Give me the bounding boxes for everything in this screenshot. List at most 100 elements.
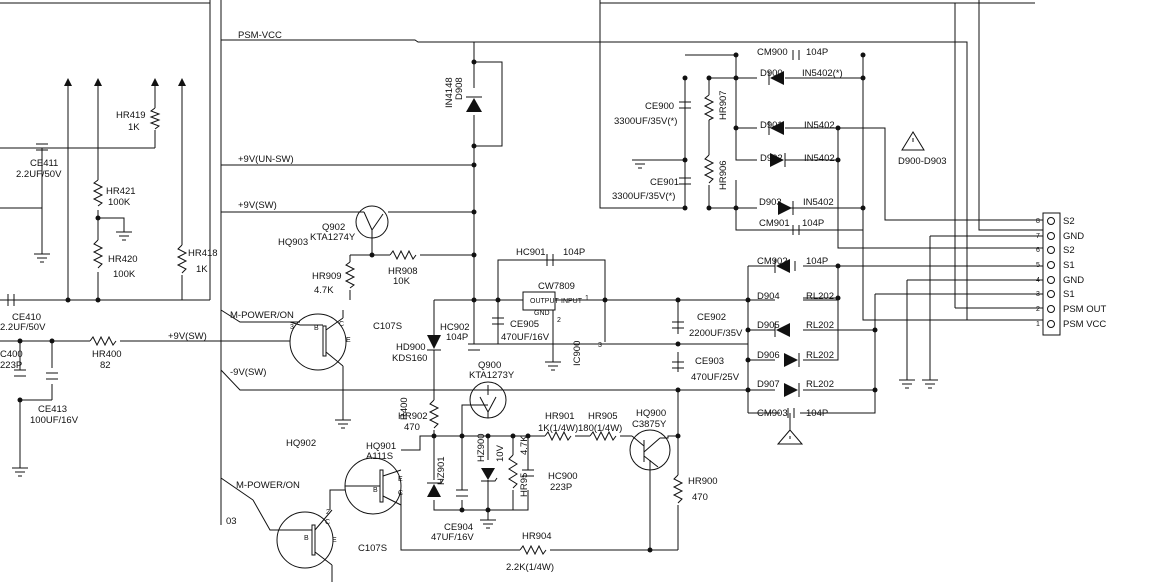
ground-8 — [899, 379, 915, 389]
net-9v-unsw: +9V(UN-SW) — [238, 154, 294, 165]
hr418-resistor — [176, 244, 188, 274]
hr909-value: 4.7K — [314, 285, 334, 296]
pin-number: 7 — [1036, 233, 1040, 240]
cw7809-out: OUTPUT — [530, 298, 560, 305]
hr420-value: 100K — [113, 269, 136, 280]
cm902-value: 104P — [806, 256, 828, 267]
cm903-value: 104P — [806, 408, 828, 419]
cm901-ref: CM901 — [759, 218, 790, 229]
component-symbols — [7, 50, 1061, 569]
ce900-capacitor — [679, 101, 691, 109]
net-m-power-on-1: M-POWER/ON — [230, 310, 294, 321]
ce900-ref: CE900 — [645, 101, 674, 112]
hd900-ref: HD900 — [396, 342, 426, 353]
hc900-capacitor — [522, 469, 534, 477]
hr421-resistor — [92, 179, 104, 207]
ground-6 — [480, 519, 496, 529]
ce905-capacitor — [492, 317, 504, 325]
ce413-capacitor — [46, 372, 58, 380]
hr900-ref: HR900 — [688, 476, 718, 487]
c107s-top-e: E — [346, 337, 351, 344]
hr906-resistor — [703, 154, 715, 184]
hr421-ref: HR421 — [106, 186, 136, 197]
cw7809-ref: CW7809 — [538, 281, 575, 292]
ce902-capacitor — [672, 321, 684, 329]
d903-value: IN5402 — [803, 197, 834, 208]
pin-label: S1 — [1063, 289, 1075, 300]
sheet-ref: 03 — [226, 516, 237, 527]
hz901-ref: HZ901 — [436, 456, 447, 485]
d904-diode — [774, 259, 790, 273]
hz901-zener — [427, 479, 444, 497]
cw7809-in: INPUT — [561, 298, 583, 305]
ce903-ref: CE903 — [695, 356, 724, 367]
c107s-top-transistor — [289, 313, 347, 371]
cm901-capacitor — [792, 225, 800, 235]
d902-diode — [770, 153, 786, 167]
hc900-ref: HC900 — [548, 471, 578, 482]
ce902-ref: CE902 — [697, 312, 726, 323]
ce904-capacitor — [456, 489, 468, 497]
ce902-value: 2200UF/35V — [689, 328, 743, 339]
cm900-value: 104P — [806, 47, 828, 58]
q902-ref: Q902 — [322, 222, 345, 233]
hr95-resistor — [508, 454, 518, 489]
d901-value: IN5402 — [804, 120, 835, 131]
pin-number: 8 — [1036, 218, 1040, 225]
hc900-value: 223P — [550, 482, 572, 493]
c107s-top-pin3: 3 — [290, 324, 294, 331]
hr901-resistor — [544, 430, 572, 442]
hr904-resistor — [519, 544, 547, 556]
net-psm-vcc: PSM-VCC — [238, 30, 282, 41]
hr902-resistor — [428, 399, 440, 429]
q902-value: KTA1274Y — [310, 232, 356, 243]
cw7809-p2: 2 — [557, 317, 561, 324]
d907-ref: D907 — [757, 379, 780, 390]
hr900-value: 470 — [692, 492, 708, 503]
pin-number: 6 — [1036, 247, 1040, 254]
c107s-top-b: B — [314, 325, 319, 332]
hr908-resistor — [389, 249, 417, 261]
hr907-resistor — [703, 94, 715, 121]
ce903-capacitor — [672, 361, 684, 369]
ce905-value: 470UF/16V — [501, 332, 550, 343]
hr908-value: 10K — [393, 276, 411, 287]
hr905-ref: HR905 — [588, 411, 618, 422]
ce903-value: 470UF/25V — [691, 372, 740, 383]
c400-ref: C400 — [0, 349, 23, 360]
warning-icon-2 — [776, 429, 804, 445]
hr400-value: 82 — [100, 360, 111, 371]
hc902-ref: HC902 — [440, 322, 470, 333]
cm901-value: 104P — [802, 218, 824, 229]
ce901-value: 3300UF/35V(*) — [612, 191, 675, 202]
hr907-ref: HR907 — [718, 90, 729, 120]
net-m-power-on-2: M-POWER/ON — [236, 480, 300, 491]
cm903-ref: CM903 — [757, 408, 788, 419]
pin-number: 3 — [1036, 291, 1040, 298]
hr418-value: 1K — [196, 264, 208, 275]
ce900-value: 3300UF/35V(*) — [614, 116, 677, 127]
pin-label: GND — [1063, 275, 1084, 286]
hr905-resistor — [589, 430, 617, 442]
hr901-ref: HR901 — [545, 411, 575, 422]
d904-value: RL202 — [806, 291, 834, 302]
hq901-e: E — [398, 476, 403, 483]
hr904-ref: HR904 — [522, 531, 552, 542]
hr419-ref: HR419 — [116, 110, 146, 121]
pin-label: GND — [1063, 231, 1084, 242]
r400-ref: R400 — [399, 397, 410, 420]
connector-labels: 8 7 6 5 4 3 2 1 S2 GND S2 S1 GND S1 PSM … — [1036, 216, 1106, 330]
ground-1 — [34, 253, 50, 263]
hq901-b: B — [373, 487, 378, 494]
net-labels: PSM-VCC +9V(UN-SW) +9V(SW) +9V(SW) M-POW… — [168, 30, 300, 527]
cw7809-gnd: GND — [534, 310, 550, 317]
q900-ref: Q900 — [478, 360, 501, 371]
ce904-ref: CE904 — [444, 522, 473, 533]
hr908-ref: HR908 — [388, 266, 418, 277]
d902-value: IN5402 — [804, 153, 835, 164]
ce905-ref: CE905 — [510, 319, 539, 330]
hd900-diode — [427, 335, 441, 351]
pin-number: 5 — [1036, 262, 1040, 269]
c107s-bottom-c: C — [325, 519, 330, 526]
